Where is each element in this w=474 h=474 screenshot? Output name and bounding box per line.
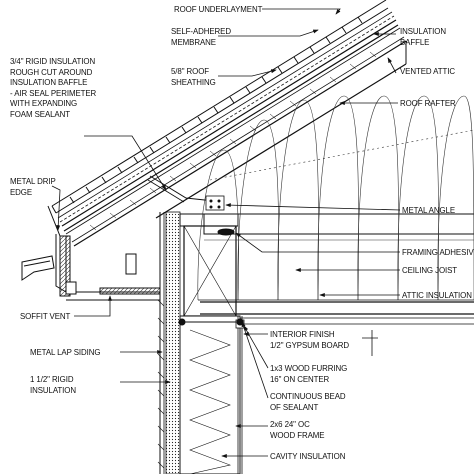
leader-wood-furring (243, 325, 269, 369)
label-vented-attic: VENTED ATTIC (400, 66, 455, 76)
metal-lap-siding (157, 299, 165, 469)
label-roof-sheathing: 5/8" ROOF SHEATHING (171, 66, 216, 87)
attic-insulation (197, 95, 474, 301)
ceiling-assembly (200, 195, 474, 325)
label-framing-adhesive: FRAMING ADHESIVE (402, 247, 474, 257)
rigid-roof-insulation-hatch (89, 51, 377, 231)
label-interior-finish: INTERIOR FINISH 1/2" GYPSUM BOARD (270, 329, 350, 350)
label-metal-lap-siding: METAL LAP SIDING (30, 347, 101, 357)
leader-soffit-vent (74, 295, 112, 317)
label-ceiling-joist: CEILING JOIST (402, 265, 458, 275)
label-metal-drip-edge: METAL DRIP EDGE (10, 176, 56, 197)
leader-continuous-bead (241, 321, 269, 399)
label-cavity-insulation: CAVITY INSULATION (270, 451, 346, 461)
label-continuous-bead: CONTINUOUS BEAD OF SEALANT (270, 391, 346, 412)
section-break-line (362, 330, 378, 356)
leader-roof-sheathing (218, 69, 277, 77)
roof-shingles (51, 0, 389, 214)
label-roof-underlayment: ROOF UNDERLAYMENT (174, 4, 263, 14)
label-rigid-insulation-wall: 1 1/2" RIGID INSULATION (30, 374, 76, 395)
label-insulation-baffle: INSULATION BAFFLE (400, 26, 446, 47)
label-roof-rafter: ROOF RAFTER (400, 98, 456, 108)
label-self-adhered-membrane: SELF-ADHERED MEMBRANE (171, 26, 231, 47)
label-wood-furring: 1x3 WOOD FURRING 16" ON CENTER (270, 363, 348, 384)
leader-metal-angle (225, 203, 401, 211)
leader-framing-adhesive (235, 232, 400, 253)
wall-assembly (157, 211, 245, 474)
label-metal-angle: METAL ANGLE (402, 205, 456, 215)
leader-self-adhered-membrane (218, 29, 319, 37)
label-attic-insulation: ATTIC INSULATION (402, 290, 472, 300)
leader-lines (51, 8, 401, 458)
leader-roof-underlayment (262, 8, 341, 15)
eave-assembly (21, 205, 161, 301)
label-wood-frame: 2x6 24" OC WOOD FRAME (270, 419, 325, 440)
leader-metal-drip-edge (51, 185, 61, 231)
leader-vented-attic (387, 57, 397, 74)
label-rigid-insulation-note: 3/4" RIGID INSULATION ROUGH CUT AROUND I… (10, 56, 97, 119)
roof-assembly (51, 0, 407, 247)
leader-rigid-insulation (84, 135, 167, 191)
label-soffit-vent: SOFFIT VENT (20, 311, 71, 321)
